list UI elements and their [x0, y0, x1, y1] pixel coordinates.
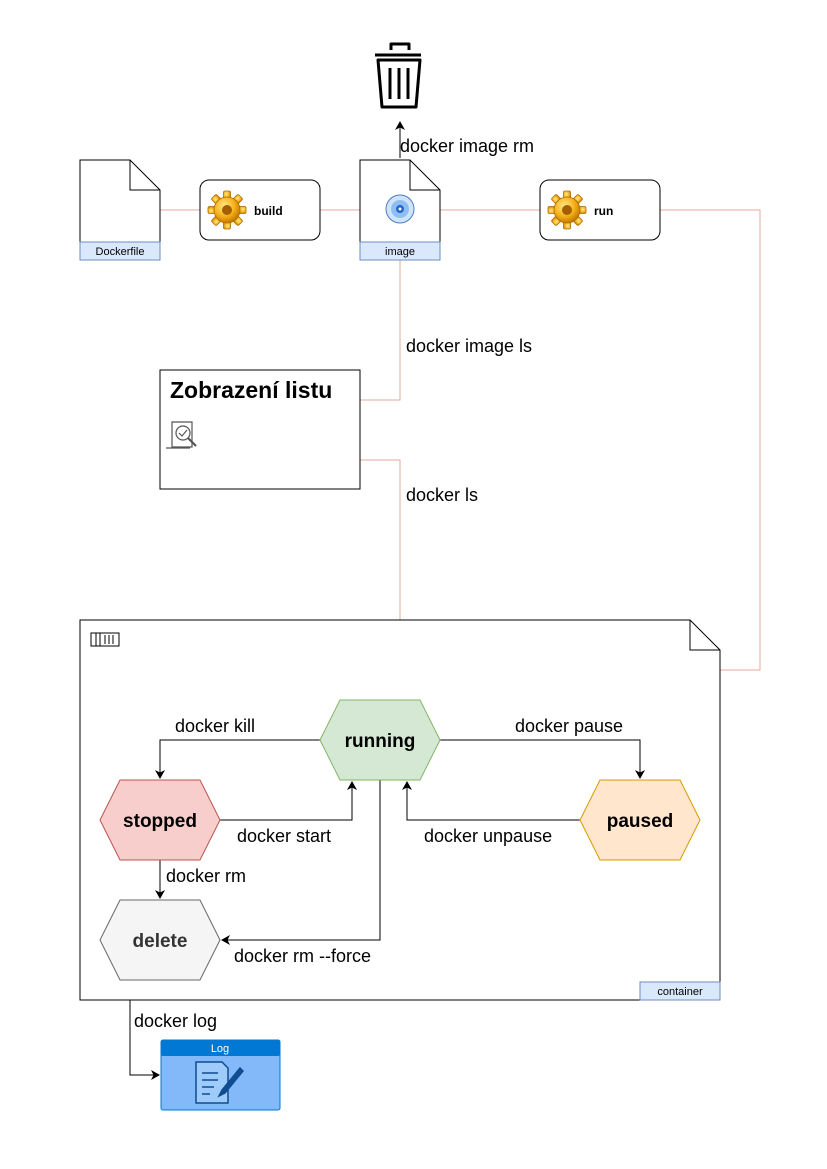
state-running[interactable]: running [319, 699, 441, 781]
state-delete[interactable]: delete [99, 899, 221, 981]
edge-label-unpause: docker unpause [424, 826, 552, 846]
image-node[interactable]: image [359, 159, 441, 261]
trash-icon [375, 42, 422, 109]
log-document-icon [195, 1061, 245, 1104]
file-tag [359, 241, 441, 261]
dockerfile-node[interactable]: Dockerfile [79, 159, 161, 261]
state-transitions [155, 739, 645, 945]
log-node[interactable]: Log [160, 1039, 281, 1111]
disc-icon [385, 194, 415, 224]
listing-title: Zobrazení listu [170, 377, 332, 403]
build-action[interactable]: build [199, 179, 321, 241]
edge-label-rm-force: docker rm --force [234, 946, 371, 966]
gear-icon [207, 190, 247, 230]
run-action[interactable]: run [539, 179, 661, 241]
edge-label-rm: docker rm [166, 866, 246, 886]
run-label: run [594, 204, 613, 218]
image-label: image [385, 246, 415, 258]
kill-arrow [155, 739, 320, 779]
log-label: Log [211, 1043, 229, 1055]
rm-force-arrow [221, 780, 381, 945]
edge-label-log: docker log [134, 1011, 217, 1031]
build-label: build [254, 204, 283, 218]
dockerfile-label: Dockerfile [96, 246, 145, 258]
state-paused[interactable]: paused [579, 779, 701, 861]
container-label: container [657, 986, 703, 998]
edge-label-kill: docker kill [175, 716, 255, 736]
state-stopped[interactable]: stopped [99, 779, 221, 861]
container-icon [90, 632, 120, 647]
edge-label-image-rm: docker image rm [400, 136, 534, 156]
pause-arrow [440, 739, 645, 779]
edge-label-start: docker start [237, 826, 331, 846]
start-arrow [220, 781, 357, 821]
file-tag [79, 241, 161, 261]
state-paused-label: paused [607, 811, 674, 832]
state-delete-label: delete [133, 931, 188, 952]
edge-label-image-ls: docker image ls [406, 336, 532, 356]
log-arrow [129, 1000, 160, 1080]
state-running-label: running [345, 731, 416, 752]
unpause-arrow [402, 781, 580, 821]
edge-label-ls: docker ls [406, 485, 478, 505]
state-stopped-label: stopped [123, 811, 197, 832]
listing-node[interactable]: Zobrazení listu [159, 369, 361, 490]
container-frame: container [79, 619, 721, 1001]
container-tag [639, 981, 721, 1001]
gear-icon [547, 190, 587, 230]
search-document-icon [166, 421, 197, 449]
edge-label-pause: docker pause [515, 716, 623, 736]
